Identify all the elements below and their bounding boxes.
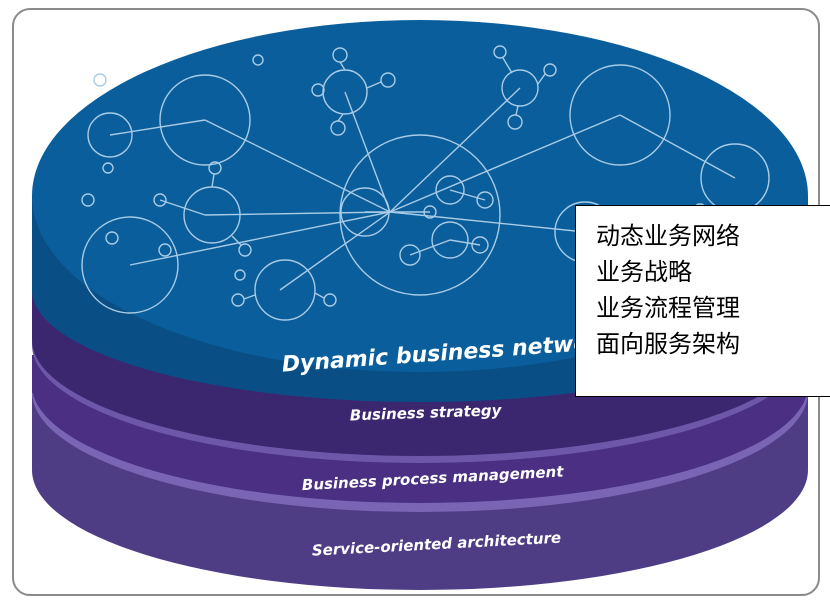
- network-node-hub: [339, 134, 501, 296]
- legend-line: 面向服务架构: [596, 330, 740, 358]
- network-illustration: [81, 45, 770, 321]
- network-node: [254, 259, 316, 321]
- network-node: [569, 64, 671, 166]
- legend-line: 动态业务网络: [596, 222, 740, 250]
- business-strategy-label: Business strategy: [350, 401, 503, 424]
- network-node: [501, 69, 539, 107]
- network-node: [159, 74, 251, 166]
- network-node: [81, 216, 179, 314]
- legend-line: 业务战略: [596, 258, 692, 286]
- network-node: [87, 112, 133, 158]
- legend-line: 业务流程管理: [596, 294, 740, 322]
- chinese-legend-box: 动态业务网络 业务战略 业务流程管理 面向服务架构: [575, 205, 830, 397]
